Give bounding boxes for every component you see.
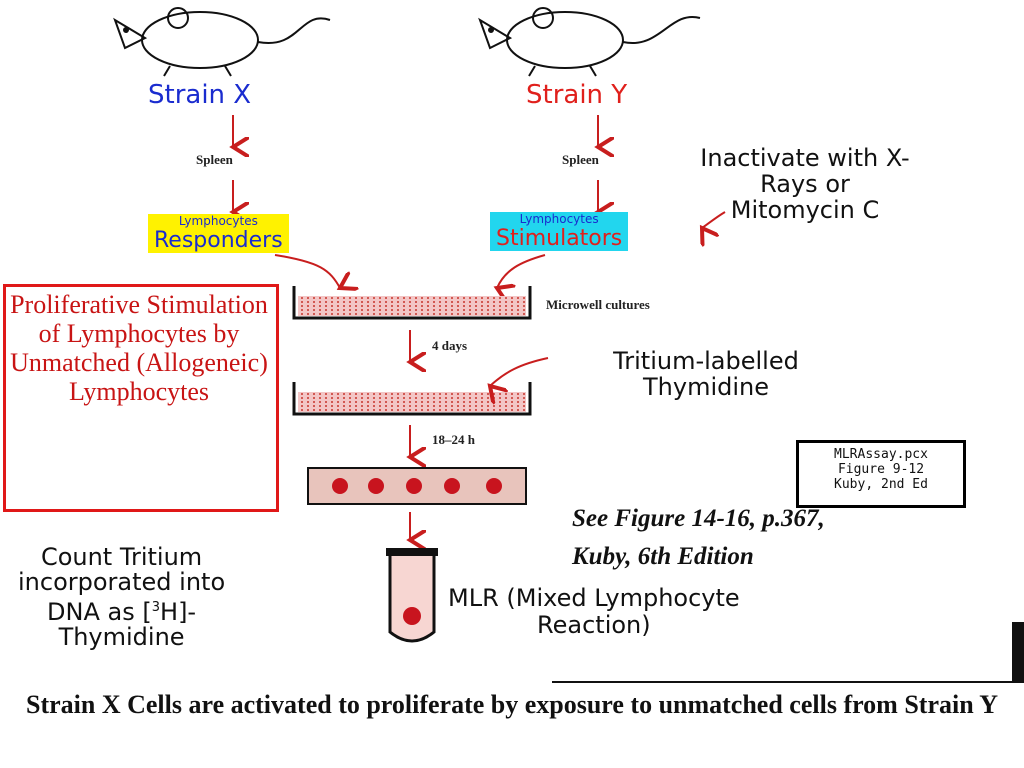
eighteen-24h-label: 18–24 h bbox=[432, 432, 475, 447]
microwell-label: Microwell cultures bbox=[546, 297, 650, 312]
count-line4: Thymidine bbox=[58, 623, 185, 651]
tritium-label: Tritium-labelled Thymidine bbox=[613, 347, 799, 401]
lymphocytes-label-left: Lymphocytes bbox=[178, 214, 258, 228]
mlr-line1: MLR (Mixed Lymphocyte bbox=[448, 584, 740, 612]
spleen-label-right: Spleen bbox=[562, 152, 599, 167]
count-line1: Count Tritium bbox=[40, 543, 203, 571]
mlrassay-box: MLRAssay.pcx Figure 9-12 Kuby, 2nd Ed bbox=[796, 440, 966, 508]
caption: Strain X Cells are activated to prolifer… bbox=[26, 690, 998, 719]
stimulators-box: Lymphocytes Stimulators bbox=[490, 212, 629, 251]
count-line2: incorporated into bbox=[18, 568, 226, 596]
strain-y-label: Strain Y bbox=[526, 80, 628, 110]
spleen-label-left: Spleen bbox=[196, 152, 233, 167]
mlrassay-line1: MLRAssay.pcx bbox=[834, 447, 928, 462]
count-line3: DNA as [3H]- bbox=[18, 595, 225, 625]
corner-mark bbox=[1012, 622, 1024, 682]
arrows-into-microwell bbox=[274, 211, 726, 288]
responders-box: Lymphocytes Responders bbox=[148, 214, 289, 253]
responders-label: Responders bbox=[154, 228, 283, 253]
filter-strip bbox=[307, 467, 527, 505]
inactivate-label: Inactivate with X-Rays or Mitomycin C bbox=[700, 144, 910, 224]
mouse-y-icon bbox=[478, 7, 701, 77]
four-days-label: 4 days bbox=[432, 338, 468, 353]
count-line3-a: DNA as [ bbox=[47, 598, 152, 626]
scintillation-vial bbox=[386, 548, 438, 643]
see-figure-text: See Figure 14-16, p.367, Kuby, 6th Editi… bbox=[572, 500, 825, 576]
count-line3-b: H]- bbox=[160, 598, 197, 626]
see-figure-line2: Kuby, 6th Edition bbox=[572, 543, 754, 570]
mouse-x-icon bbox=[113, 7, 331, 77]
count-tritium-text: Count Tritium incorporated into DNA as [… bbox=[18, 545, 225, 650]
microwell-dish-2 bbox=[292, 382, 532, 416]
mlrassay-line2: Figure 9-12 bbox=[837, 462, 925, 477]
see-figure-line1: See Figure 14-16, p.367, bbox=[572, 505, 825, 532]
arrow-tritium bbox=[490, 357, 549, 386]
strain-x-label: Strain X bbox=[148, 80, 252, 110]
mlrassay-line3: Kuby, 2nd Ed bbox=[834, 477, 928, 492]
mlr-line2: Reaction) bbox=[537, 611, 651, 639]
lymphocytes-label-right: Lymphocytes bbox=[519, 212, 599, 226]
count-superscript: 3 bbox=[151, 600, 161, 615]
stimulators-label: Stimulators bbox=[496, 226, 623, 251]
microwell-dish-1 bbox=[292, 286, 532, 320]
mlr-text: MLR (Mixed Lymphocyte Reaction) bbox=[448, 585, 740, 639]
proliferative-box bbox=[3, 284, 279, 512]
proliferative-text: Proliferative Stimulation of Lymphocytes… bbox=[10, 290, 268, 406]
